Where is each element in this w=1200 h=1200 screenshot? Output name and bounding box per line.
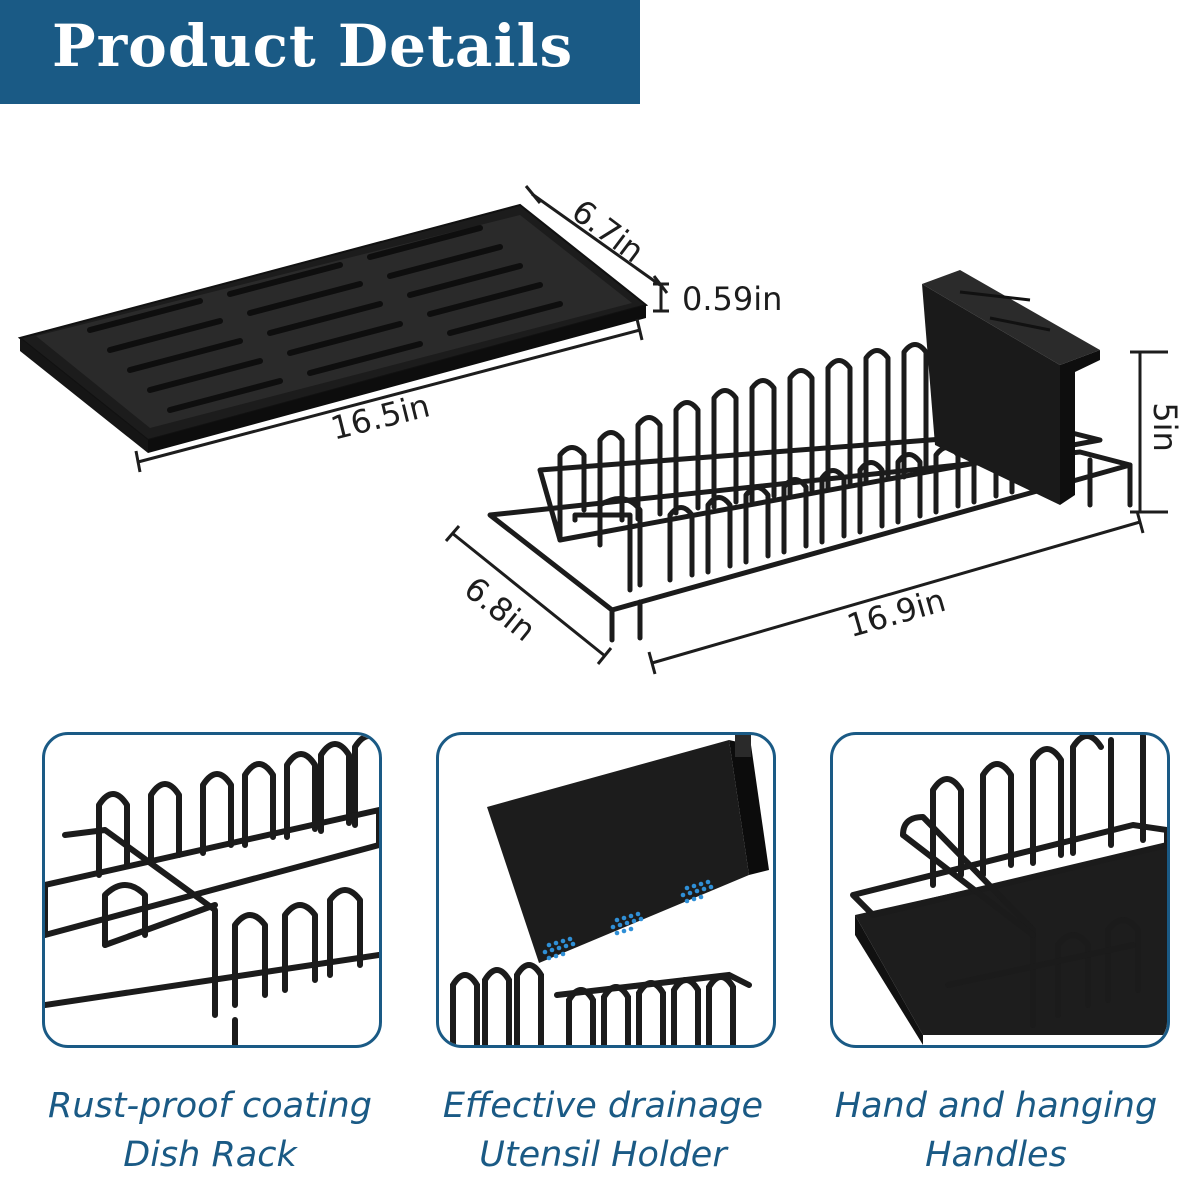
feature-caption-line2: Dish Rack [123,1135,297,1175]
utensil-holder-image [922,270,1100,505]
rack-height-label: 5in [1145,402,1184,452]
feature-caption-handles: Hand and hanging Handles [796,1082,1196,1180]
handles-closeup-image [850,735,1167,1045]
drainage-holes [542,879,714,961]
utensil-holder-closeup-image [450,735,769,1045]
header-banner: Product Details [0,0,640,104]
tray-height-label: 0.59in [682,280,783,318]
feature-caption-line2: Handles [925,1135,1067,1175]
page-title: Product Details [52,12,574,80]
feature-caption-line1: Hand and hanging [834,1086,1158,1126]
detail-panel-dish-rack [42,732,382,1048]
feature-caption-utensil-holder: Effective drainage Utensil Holder [403,1082,803,1180]
feature-caption-line1: Effective drainage [442,1086,764,1126]
dish-rack-closeup-image [45,735,379,1045]
dish-rack-image [487,342,1133,643]
feature-caption-line1: Rust-proof coating [48,1086,372,1126]
rack-dimension-lines [444,350,1168,675]
tray-dimension-lines [134,185,669,473]
feature-caption-dish-rack: Rust-proof coating Dish Rack [10,1082,410,1180]
drip-tray-image [17,203,649,453]
feature-caption-line2: Utensil Holder [479,1135,727,1175]
product-illustration [17,185,1168,675]
detail-panel-utensil-holder [436,732,776,1048]
detail-panel-handles [830,732,1170,1048]
